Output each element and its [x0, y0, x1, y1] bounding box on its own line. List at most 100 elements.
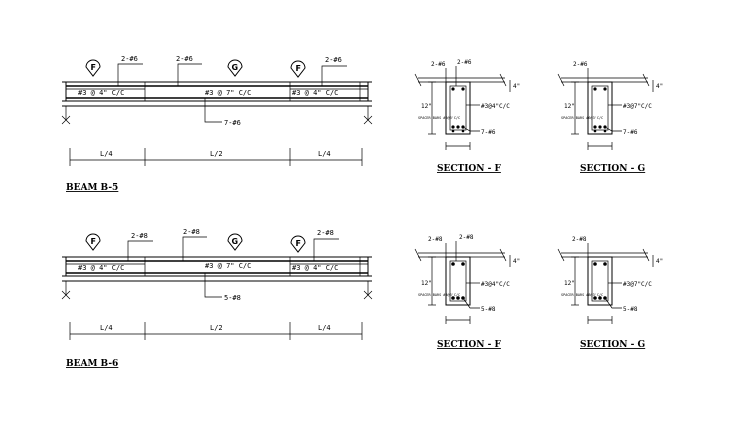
span-label-left: L/4 — [100, 324, 113, 332]
section-g-b5: 12" SPACER BARS #6@3'C/C 4" 2-#6 #3@7"C/… — [557, 61, 663, 174]
svg-text:F: F — [296, 64, 301, 73]
section-title: SECTION - G — [580, 340, 645, 350]
stirrup — [449, 85, 467, 131]
section-f-b5: 12" SPACER BARS #6@3'C/C 4" 2-#6 2-#6 #3… — [414, 59, 520, 174]
section-bubble-f-right: F — [290, 60, 306, 78]
slab-break — [414, 73, 507, 87]
section-bubble-f-left: F — [85, 233, 101, 251]
beam-title: BEAM B-5 — [66, 183, 118, 193]
slab-line — [418, 252, 505, 258]
top-left-label: 2-#6 — [573, 61, 588, 68]
bottom-leader — [604, 126, 622, 132]
spacer-label: SPACER BARS #8@3'C/C — [418, 293, 460, 297]
bottom-label: 7-#6 — [481, 129, 496, 136]
bottom-bar-label: 7-#6 — [224, 119, 241, 127]
stirrup-label: #3@4"C/C — [481, 281, 510, 288]
end-bar-label-right: 2-#6 — [325, 56, 342, 64]
end-bar-label-right: 2-#8 — [317, 229, 334, 237]
top-bar-label: 2-#8 — [183, 228, 200, 236]
bottom-bar-leader — [204, 273, 222, 298]
depth-label: 12" — [421, 103, 432, 110]
stirrup-label-right: #3 @ 4" C/C — [292, 264, 338, 272]
bottom-bar-label: 5-#8 — [224, 294, 241, 302]
end-bar-leader-left — [127, 240, 153, 261]
stirrup — [449, 260, 467, 302]
top-bar-leaders — [445, 241, 457, 261]
break-line-right — [363, 281, 373, 300]
top-bar-leader — [177, 63, 202, 86]
end-bar-leader-right — [313, 238, 339, 261]
stirrup — [591, 85, 609, 131]
slab-label: 4" — [656, 258, 663, 265]
top-left-label: 2-#8 — [428, 236, 443, 243]
svg-text:F: F — [91, 237, 96, 246]
stirrup-label-left: #3 @ 4" C/C — [78, 89, 124, 97]
end-bar-label-left: 2-#8 — [131, 232, 148, 240]
end-bar-leader-left — [117, 63, 143, 86]
top-bar-leader — [182, 236, 207, 261]
span-label-mid: L/2 — [210, 150, 223, 158]
section-bubble-g: G — [227, 233, 243, 251]
section-bubble-g: G — [227, 59, 243, 77]
top-right-label: 2-#6 — [457, 59, 472, 66]
top-bar-label: 2-#6 — [176, 55, 193, 63]
bottom-leader — [462, 297, 480, 309]
beam-b6-elevation: #3 @ 4" C/C #3 @ 7" C/C #3 @ 4" C/C 2-#8… — [61, 228, 373, 369]
stirrup-label-mid: #3 @ 7" C/C — [205, 262, 251, 270]
rebar-dots — [451, 87, 465, 133]
break-line-left — [61, 106, 71, 125]
span-dimension: L/4 L/2 L/4 — [69, 322, 363, 340]
slab-label: 4" — [513, 83, 520, 90]
svg-text:F: F — [91, 63, 96, 72]
slab-break — [557, 73, 650, 87]
section-title: SECTION - G — [580, 164, 645, 174]
svg-text:G: G — [232, 237, 239, 246]
depth-label: 12" — [564, 280, 575, 287]
beam-section-outline — [587, 81, 613, 135]
span-label-right: L/4 — [318, 150, 331, 158]
stirrup — [591, 260, 609, 302]
bottom-label: 7-#6 — [623, 129, 638, 136]
bottom-bar-leader — [204, 98, 222, 123]
section-title: SECTION - F — [437, 340, 501, 350]
top-left-label: 2-#6 — [431, 61, 446, 68]
stirrup-label: #3@7"C/C — [623, 103, 652, 110]
slab-break — [557, 248, 650, 262]
slab-break — [414, 248, 507, 262]
slab-label: 4" — [513, 258, 520, 265]
beam-section-outline — [445, 256, 471, 306]
span-label-right: L/4 — [318, 324, 331, 332]
break-line-right — [363, 106, 373, 125]
slab-label: 4" — [656, 83, 663, 90]
top-bar-leaders — [445, 66, 457, 86]
spacer-label: SPACER BARS #6@3'C/C — [418, 116, 460, 120]
section-bubble-f-right: F — [290, 235, 306, 253]
spacer-label: SPACER BARS #8@3'C/C — [561, 293, 603, 297]
stirrup-label: #3@7"C/C — [623, 281, 652, 288]
bottom-label: 5-#8 — [481, 306, 496, 313]
slab-line — [561, 77, 648, 83]
beam-title: BEAM B-6 — [66, 359, 118, 369]
span-dimension: L/4 L/2 L/4 — [69, 148, 363, 166]
bottom-leader — [604, 297, 622, 309]
span-label-mid: L/2 — [210, 324, 223, 332]
spacer-label: SPACER BARS #6@3'C/C — [561, 116, 603, 120]
top-left-label: 2-#8 — [572, 236, 587, 243]
depth-label: 12" — [564, 103, 575, 110]
section-bubble-f-left: F — [85, 59, 101, 77]
beam-b5-elevation: #3 @ 4" C/C #3 @ 7" C/C #3 @ 4" C/C 2-#6… — [61, 55, 373, 193]
section-g-b6: 12" SPACER BARS #8@3'C/C 4" 2-#8 #3@7"C/… — [557, 236, 663, 350]
section-title: SECTION - F — [437, 164, 501, 174]
beam-section-outline — [587, 256, 613, 306]
depth-label: 12" — [421, 280, 432, 287]
bottom-leader — [462, 126, 480, 132]
slab-line — [418, 77, 505, 83]
svg-text:G: G — [232, 63, 239, 72]
rebar-dots — [593, 87, 607, 133]
end-bar-leader-right — [321, 65, 347, 86]
stirrup-label: #3@4"C/C — [481, 103, 510, 110]
svg-text:F: F — [296, 239, 301, 248]
stirrup-label-mid: #3 @ 7" C/C — [205, 89, 251, 97]
stirrup-label-left: #3 @ 4" C/C — [78, 264, 124, 272]
